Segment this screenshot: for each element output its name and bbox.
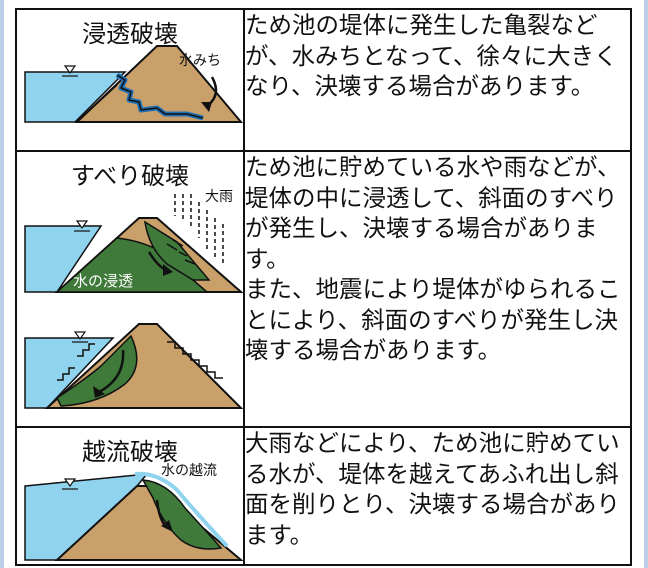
overflow-illustration [24,471,243,561]
description-seepage-failure: ため池の堤体に発生した亀裂などが、水みちとなって、徐々に大きくなり、決壊する場合… [243,8,632,152]
title-slip-failure: すべり破壊 [70,162,190,190]
embankment [74,45,243,123]
row-overflow-failure: 越流破壊 水の越流 大雨などにより、ため池に貯めている水が、堤体を越えてあふれ出… [15,426,632,566]
page-edge-left [0,0,4,568]
figure-seepage-failure: 浸透破壊 [15,8,245,152]
description-slip-failure: ため池に貯めている水や雨などが、堤体の中に浸透して、斜面のすべりが発生し、決壊す… [243,150,632,428]
shake-marks-left [57,343,95,381]
shake-marks-right [167,341,223,379]
seepage-illustration [24,45,243,123]
failure-types-table: 浸透破壊 [15,8,632,566]
row-slip-failure: すべり破壊 [15,150,632,428]
figure-slip-failure: すべり破壊 [15,150,245,428]
slip-mass-lower [56,334,138,407]
title-seepage-failure: 浸透破壊 [82,20,178,48]
label-infiltration: 水の浸透 [73,272,134,290]
label-heavy-rain: 大雨 [205,189,233,205]
water-level-mark-lower [72,331,88,343]
slip-arrow-lower-icon [98,349,125,394]
water-level-mark [62,65,78,77]
figure-overflow-failure: 越流破壊 水の越流 [15,426,245,566]
description-slip-earthquake: また、地震により堤体がゆられることにより、斜面のすべりが発生し決壊する場合があり… [245,275,621,364]
overflow-stream [134,471,229,548]
label-overflow: 水の越流 [161,463,217,479]
reservoir-water [24,71,127,123]
water-level-mark [62,478,78,490]
description-overflow-failure: 大雨などにより、ため池に貯めている水が、堤体を越えてあふれ出し斜面を削りとり、決… [243,426,632,566]
page-edge-right [644,0,648,568]
water-level-mark-upper [74,220,90,232]
label-seepage-path: 水みち [179,53,221,69]
description-slip-rain: ため池に貯めている水や雨などが、堤体の中に浸透して、斜面のすべりが発生し、決壊す… [245,153,621,273]
title-overflow-failure: 越流破壊 [82,438,178,466]
rain-icon [174,194,224,266]
slip-illustration [24,194,243,409]
row-seepage-failure: 浸透破壊 [15,8,632,152]
